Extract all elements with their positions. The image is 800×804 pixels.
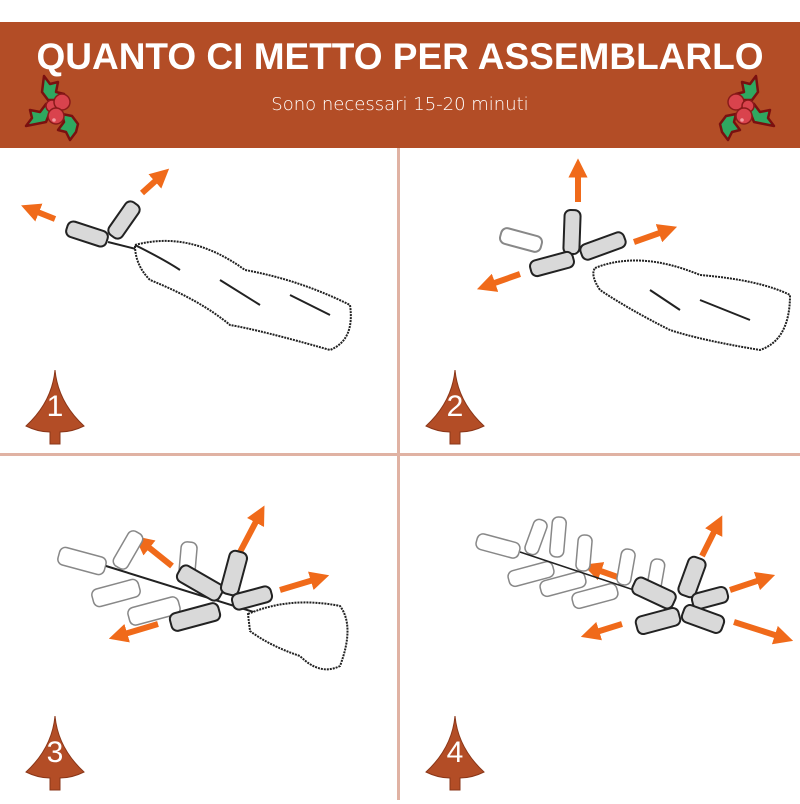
step-3-panel: 3	[0, 456, 397, 800]
tree-icon	[425, 715, 485, 791]
step-1-panel: 1	[0, 150, 397, 453]
page-subtitle: Sono necessari 15-20 minuti	[271, 94, 529, 115]
step-number-badge: 1	[22, 368, 88, 446]
step-2-panel: 2	[400, 150, 800, 453]
tree-icon	[25, 369, 85, 445]
holly-icon	[706, 70, 782, 146]
step-number-badge: 3	[22, 714, 88, 792]
horizontal-divider	[0, 453, 800, 456]
page-title: QUANTO CI METTO PER ASSEMBLARLO	[36, 36, 764, 77]
branch-illustration-step-4	[475, 515, 794, 645]
vertical-divider	[397, 148, 400, 800]
step-4-panel: 4	[400, 456, 800, 800]
branch-illustration-step-2	[476, 158, 792, 352]
tree-icon	[425, 369, 485, 445]
step-number-badge: 2	[422, 368, 488, 446]
branch-illustration-step-3	[57, 505, 349, 671]
tree-icon	[25, 715, 85, 791]
step-number-badge: 4	[422, 714, 488, 792]
branch-illustration-step-1	[21, 168, 352, 352]
header-banner: QUANTO CI METTO PER ASSEMBLARLO Sono nec…	[0, 22, 800, 148]
holly-icon	[18, 70, 94, 146]
